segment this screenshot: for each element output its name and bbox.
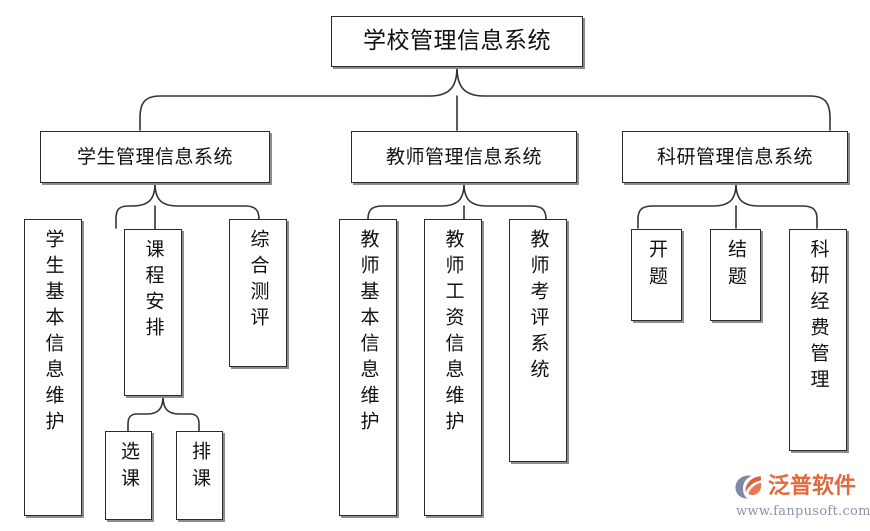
node-teacher-basic-info[interactable]: 教师基本信息维护 — [339, 219, 397, 516]
node-student-mis[interactable]: 学生管理信息系统 — [40, 131, 270, 183]
node-research-funding[interactable]: 科研经费管理 — [789, 229, 847, 451]
node-course-selection[interactable]: 选课 — [105, 431, 152, 520]
watermark-brand-row: 泛普软件 — [734, 473, 866, 501]
watermark-brand-text: 泛普软件 — [768, 474, 857, 499]
node-project-closing[interactable]: 结题 — [710, 229, 761, 321]
node-label: 结题 — [725, 239, 747, 293]
node-label: 教师管理信息系统 — [385, 145, 542, 168]
node-label: 学生管理信息系统 — [76, 145, 233, 168]
node-course-arrangement[interactable]: 课程安排 — [124, 229, 182, 396]
node-research-mis[interactable]: 科研管理信息系统 — [622, 131, 848, 183]
fanpu-swoosh-logo-icon — [735, 475, 762, 499]
connector-root-to-level2-right — [456, 66, 831, 131]
connector-course-left — [127, 395, 164, 432]
node-label: 学生基本信息维护 — [42, 229, 65, 437]
node-student-basic-info[interactable]: 学生基本信息维护 — [24, 219, 82, 516]
node-label: 教师基本信息维护 — [357, 229, 380, 437]
node-course-scheduling[interactable]: 排课 — [176, 431, 223, 520]
node-label: 课程安排 — [142, 239, 165, 343]
node-label: 教师考评系统 — [527, 229, 550, 385]
node-comprehensive-eval[interactable]: 综合测评 — [229, 219, 287, 367]
node-teacher-mis[interactable]: 教师管理信息系统 — [351, 131, 577, 183]
node-label: 排课 — [189, 441, 211, 495]
node-label: 开题 — [646, 239, 668, 293]
node-root-school-mis[interactable]: 学校管理信息系统 — [331, 16, 583, 67]
watermark: 泛普软件 www.fanpusoft.com — [734, 473, 870, 525]
node-teacher-salary-info[interactable]: 教师工资信息维护 — [424, 219, 482, 516]
node-project-opening[interactable]: 开题 — [631, 229, 682, 321]
connector-root-to-level2 — [139, 66, 458, 131]
node-label: 科研管理信息系统 — [656, 145, 813, 168]
node-label: 科研经费管理 — [807, 239, 830, 395]
connector-course-right — [162, 395, 200, 432]
node-label: 综合测评 — [247, 229, 270, 333]
watermark-url-text: www.fanpusoft.com — [736, 504, 870, 519]
node-label: 教师工资信息维护 — [442, 229, 465, 437]
node-teacher-appraisal[interactable]: 教师考评系统 — [509, 219, 567, 462]
connector-student-left — [115, 182, 156, 229]
connector-research-left — [637, 182, 737, 229]
connector-research-right — [735, 182, 818, 229]
node-label: 选课 — [118, 441, 140, 495]
node-label: 学校管理信息系统 — [363, 27, 551, 54]
